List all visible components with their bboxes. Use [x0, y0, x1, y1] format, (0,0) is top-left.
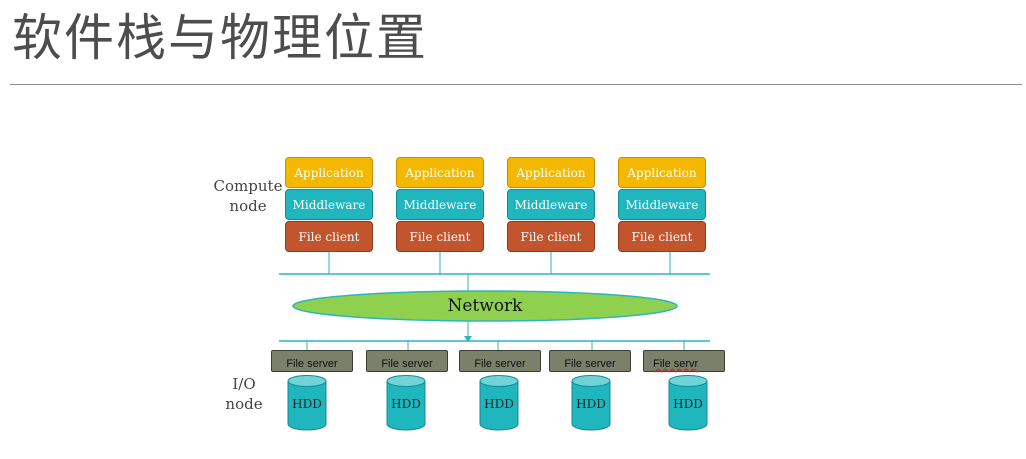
middleware-box: Middleware: [285, 189, 373, 220]
application-box: Application: [285, 157, 373, 188]
io-node-label-line2: node: [225, 395, 263, 413]
compute-node-label: Compute node: [208, 176, 288, 216]
hdd-label: HDD: [292, 397, 322, 411]
file-client-box: File client: [507, 221, 595, 252]
application-box: Application: [618, 157, 706, 188]
network-ellipse: [292, 290, 678, 322]
hdd-label: HDD: [576, 397, 606, 411]
page-title: 软件栈与物理位置: [12, 9, 428, 67]
file-server-box: File server: [549, 350, 631, 372]
file-client-box: File client: [618, 221, 706, 252]
hdd-icon: [479, 375, 519, 431]
file-server-label: File server: [381, 358, 433, 370]
file-server-label: File servr: [653, 358, 699, 370]
io-node-label: I/O node: [214, 374, 274, 414]
middleware-box: Middleware: [396, 189, 484, 220]
hdd-cylinder: HDD: [386, 375, 426, 431]
hdd-cylinder: HDD: [479, 375, 519, 431]
hdd-label: HDD: [673, 397, 703, 411]
file-server-box: File server: [271, 350, 353, 372]
hdd-label: HDD: [391, 397, 421, 411]
hdd-cylinder: HDD: [287, 375, 327, 431]
hdd-cylinder: HDD: [571, 375, 611, 431]
file-server-box: File server: [366, 350, 448, 372]
middleware-box: Middleware: [618, 189, 706, 220]
network-label: Network: [447, 296, 523, 316]
file-server-box: File server: [459, 350, 541, 372]
io-node-label-line1: I/O: [232, 375, 256, 393]
compute-node-label-line1: Compute: [213, 177, 283, 195]
file-server-box: File servr: [643, 350, 725, 372]
file-client-box: File client: [285, 221, 373, 252]
hdd-icon: [668, 375, 708, 431]
application-box: Application: [396, 157, 484, 188]
network-arrow-head: [464, 336, 472, 342]
hdd-icon: [571, 375, 611, 431]
file-server-label: File server: [286, 358, 338, 370]
hdd-label: HDD: [484, 397, 514, 411]
hdd-cylinder: HDD: [668, 375, 708, 431]
title-divider: [10, 84, 1022, 85]
middleware-box: Middleware: [507, 189, 595, 220]
file-client-box: File client: [396, 221, 484, 252]
file-server-label: File server: [474, 358, 526, 370]
application-box: Application: [507, 157, 595, 188]
file-server-label: File server: [564, 358, 616, 370]
compute-node-label-line2: node: [229, 197, 267, 215]
hdd-icon: [386, 375, 426, 431]
hdd-icon: [287, 375, 327, 431]
